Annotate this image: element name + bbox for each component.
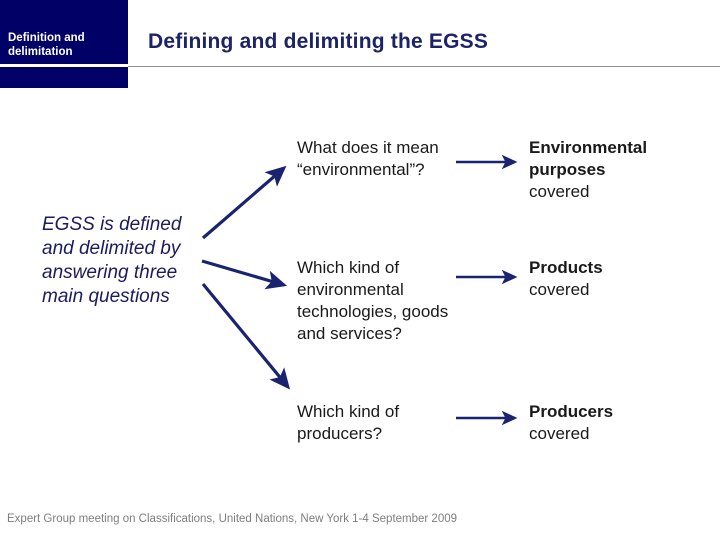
answer-bold-text: Producers (529, 402, 614, 421)
section-label: Definition and delimitation (8, 32, 85, 58)
fan-arrow-question2 (201, 259, 288, 290)
footer-credit: Expert Group meeting on Classifications,… (7, 513, 458, 525)
section-banner: Definition and delimitation (0, 0, 128, 88)
intro-statement: EGSS is defined and delimited by answeri… (42, 214, 182, 307)
answer-rest-text: covered (529, 182, 590, 201)
title-divider-line (126, 65, 720, 68)
slide-title: Defining and delimiting the EGSS (148, 30, 489, 53)
banner-divider-line (0, 64, 128, 67)
question-technologies-goods-services: Which kind of environmental technologies… (297, 258, 449, 343)
answer-products: Products covered (529, 257, 671, 301)
answer-environmental-purposes: Environmental purposes covered (529, 137, 671, 203)
answer-bold-text: Products (529, 258, 603, 277)
fan-arrow-question1 (201, 165, 287, 240)
answer-rest-text: covered (529, 280, 590, 299)
answer-rest-text: covered (529, 424, 590, 443)
answer-producers: Producers covered (529, 401, 671, 445)
question-producers: Which kind of producers? (297, 402, 400, 443)
answer-bold-text: Environmental purposes (529, 138, 648, 179)
fan-arrow-question3 (201, 282, 291, 390)
question-environmental-meaning: What does it mean “environmental”? (297, 138, 439, 179)
